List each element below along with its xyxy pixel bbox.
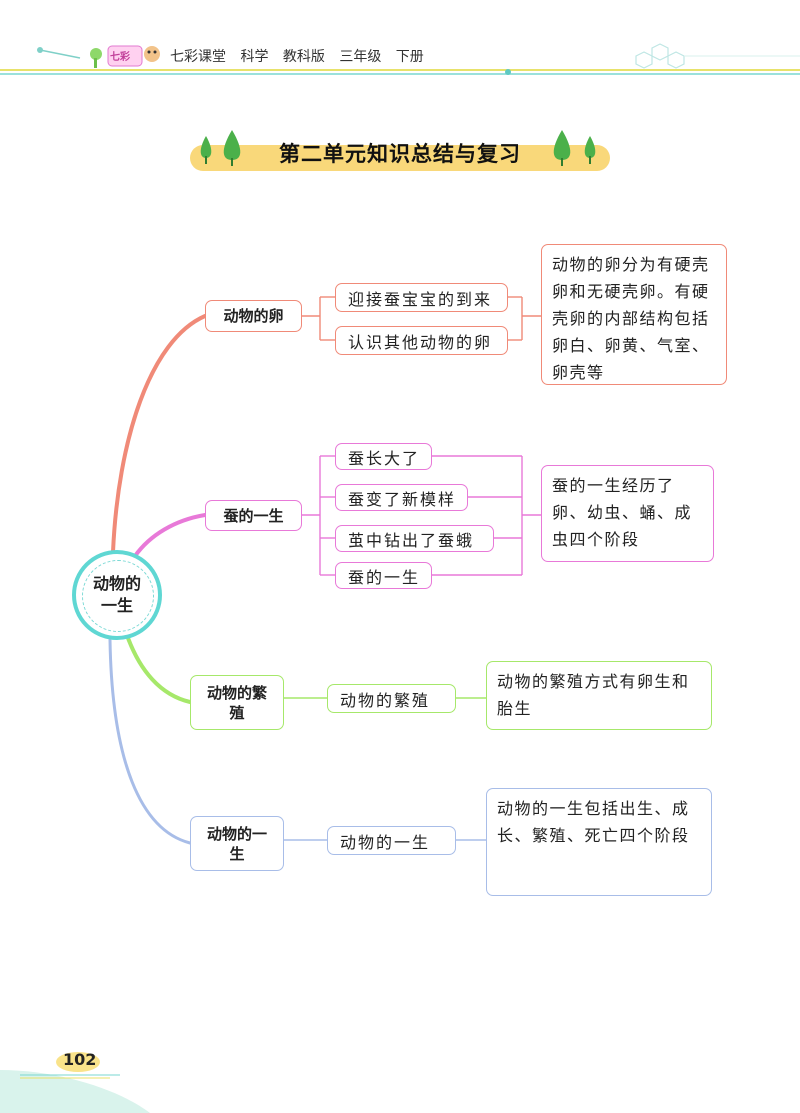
sub-node-label: 蚕变了新模样: [348, 489, 457, 509]
center-node-ring: [82, 560, 154, 632]
sub-node-label: 蚕长大了: [348, 448, 421, 468]
logo-text: 七彩: [110, 52, 130, 63]
summary-note-text: 动物的卵分为有硬壳卵和无硬壳卵。有硬壳卵的内部结构包括卵白、卵黄、气室、卵壳等: [552, 255, 710, 382]
branch-label: 动物的卵: [223, 307, 284, 325]
branch-node-eggs: 动物的卵: [205, 300, 302, 332]
sub-node: 蚕的一生: [335, 562, 432, 589]
sub-node-label: 迎接蚕宝宝的到来: [348, 289, 493, 309]
center-node: 动物的一生: [72, 550, 162, 640]
header-text: 七彩课堂 科学 教科版 三年级 下册: [170, 49, 424, 65]
sub-node: 蚕变了新模样: [335, 484, 468, 511]
branch-label: 蚕的一生: [223, 506, 284, 525]
sub-node-label: 认识其他动物的卵: [348, 332, 493, 352]
page-number: 102: [63, 1050, 97, 1069]
sub-node: 动物的一生: [327, 826, 456, 855]
summary-note-text: 蚕的一生经历了卵、幼虫、蛹、成虫四个阶段: [552, 476, 693, 549]
summary-note: 动物的一生包括出生、成长、繁殖、死亡四个阶段: [486, 788, 712, 896]
sub-node: 迎接蚕宝宝的到来: [335, 283, 508, 312]
branch-node-silkworm: 蚕的一生: [205, 500, 302, 531]
title-banner: [190, 145, 610, 171]
branch-label: 动物的一生: [207, 824, 268, 863]
summary-note: 动物的卵分为有硬壳卵和无硬壳卵。有硬壳卵的内部结构包括卵白、卵黄、气室、卵壳等: [541, 244, 727, 385]
page-title: 第二单元知识总结与复习: [279, 142, 521, 166]
sub-node: 蚕长大了: [335, 443, 432, 470]
logo-icon: [90, 45, 160, 68]
sub-node-label: 蚕的一生: [348, 567, 421, 587]
sub-node-label: 茧中钻出了蚕蛾: [348, 530, 475, 550]
summary-note-text: 动物的繁殖方式有卵生和胎生: [497, 672, 690, 718]
summary-note: 蚕的一生经历了卵、幼虫、蛹、成虫四个阶段: [541, 465, 714, 562]
sub-node: 认识其他动物的卵: [335, 326, 508, 355]
summary-note: 动物的繁殖方式有卵生和胎生: [486, 661, 712, 730]
tree-icon: [553, 130, 596, 166]
branch-node-reproduction: 动物的繁殖: [190, 675, 284, 730]
sub-node: 茧中钻出了蚕蛾: [335, 525, 494, 552]
center-node-label: 动物的一生: [92, 574, 141, 615]
sub-node-label: 动物的一生: [340, 832, 431, 852]
tree-icon: [200, 130, 241, 166]
header-decoration: [0, 43, 800, 75]
branch-node-lifecycle: 动物的一生: [190, 816, 284, 871]
branch-label: 动物的繁殖: [207, 683, 268, 722]
footer-decoration: [0, 1052, 150, 1113]
sub-node: 动物的繁殖: [327, 684, 456, 713]
sub-node-label: 动物的繁殖: [340, 690, 431, 710]
summary-note-text: 动物的一生包括出生、成长、繁殖、死亡四个阶段: [497, 799, 690, 845]
